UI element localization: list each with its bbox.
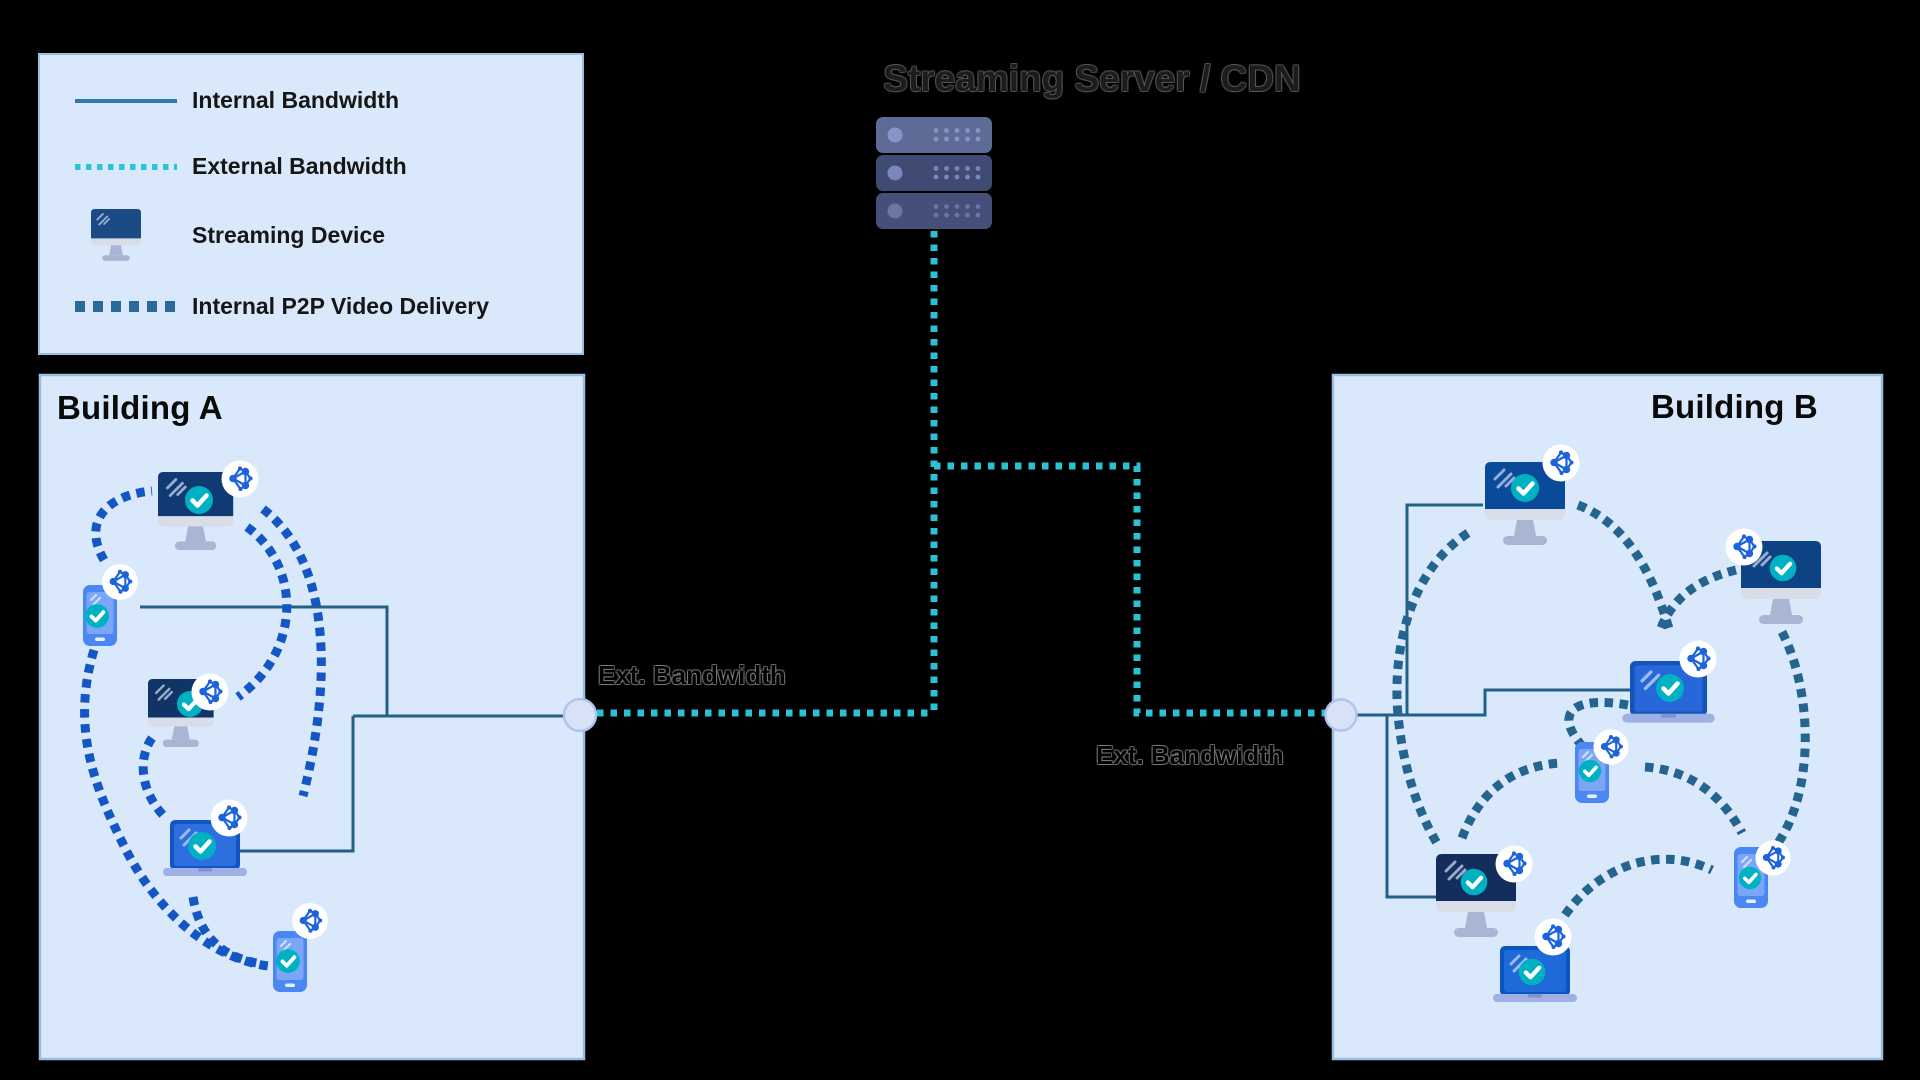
p2p-badge-icon (1678, 639, 1718, 679)
legend-label-external-bandwidth: External Bandwidth (192, 153, 407, 179)
p2p-badge-icon (1494, 844, 1534, 884)
building-a-uplink-node (562, 697, 598, 733)
p2p-badge-icon (1592, 728, 1630, 766)
p2p-arcs-building-b (1392, 500, 1810, 918)
p2p-badge-icon (290, 901, 330, 941)
legend-swatch-internal-bandwidth (75, 99, 177, 103)
building-b-title: Building B (1651, 388, 1818, 425)
legend-streaming-device-icon (90, 208, 142, 262)
legend-panel: Internal Bandwidth External Bandwidth St… (38, 53, 584, 355)
p2p-badge-icon (1754, 839, 1792, 877)
server-rack-icon (876, 117, 992, 229)
internal-bandwidth-lines-a (140, 605, 566, 853)
legend-label-p2p-delivery: Internal P2P Video Delivery (192, 293, 490, 319)
p2p-badge-icon (1541, 443, 1581, 483)
check-icon (1519, 959, 1546, 986)
p2p-badge-icon (1724, 527, 1764, 567)
p2p-arcs-building-a (80, 486, 326, 971)
ext-bandwidth-label-a: Ext. Bandwidth (598, 660, 786, 690)
p2p-badge-icon (100, 562, 140, 602)
legend-label-internal-bandwidth: Internal Bandwidth (192, 87, 399, 113)
p2p-badge-icon (1533, 917, 1573, 957)
check-icon (188, 832, 216, 860)
p2p-badge-icon (190, 672, 230, 712)
check-icon (1737, 864, 1763, 892)
check-icon (83, 602, 111, 630)
check-icon (1461, 869, 1488, 896)
check-icon (1511, 474, 1539, 502)
ext-bandwidth-label-b: Ext. Bandwidth (1096, 740, 1284, 770)
server-title: Streaming Server / CDN (883, 58, 1301, 99)
building-a-title: Building A (57, 389, 223, 426)
legend-swatch-p2p-delivery (75, 301, 177, 312)
p2p-badge-icon (209, 798, 249, 838)
check-icon (274, 947, 302, 975)
internal-bandwidth-lines-b (1356, 503, 1633, 899)
building-b-box (1331, 373, 1884, 1061)
external-bandwidth-line (597, 231, 1327, 717)
check-icon (185, 486, 213, 514)
p2p-badge-icon (220, 459, 260, 499)
check-icon (1656, 674, 1684, 702)
check-icon (1770, 555, 1797, 582)
legend-swatch-external-bandwidth (75, 164, 177, 170)
check-icon (1577, 757, 1603, 785)
legend-label-streaming-device: Streaming Device (192, 222, 386, 248)
building-b-uplink-node (1324, 698, 1358, 732)
